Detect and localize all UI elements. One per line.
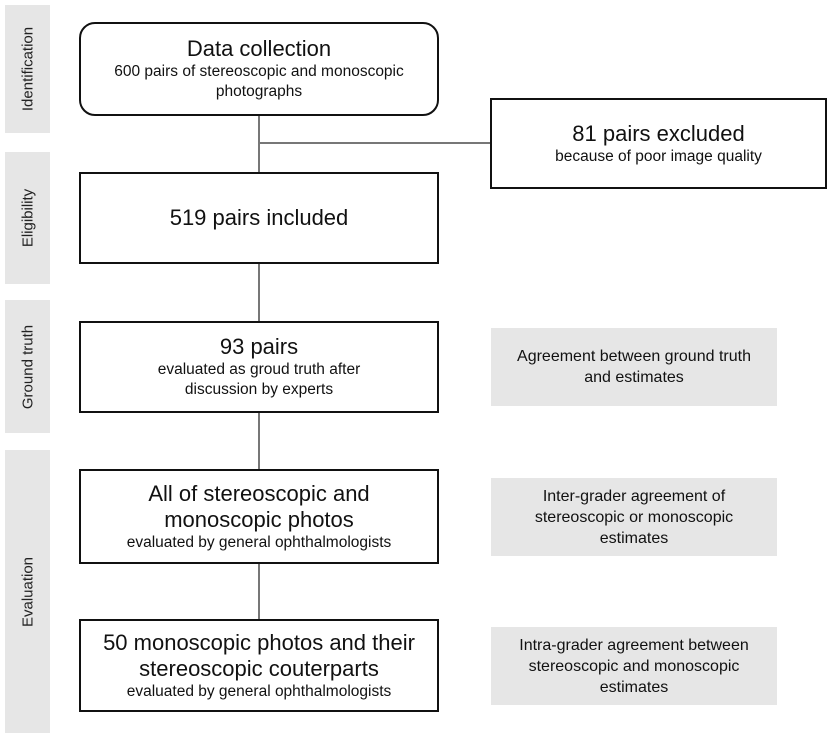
stage-ground-truth: Ground truth bbox=[5, 300, 50, 433]
included-box: 519 pairs included bbox=[79, 172, 439, 264]
ground-truth-agreement-note: Agreement between ground truth and estim… bbox=[491, 328, 777, 406]
stage-identification: Identification bbox=[5, 5, 50, 133]
excluded-title: 81 pairs excluded bbox=[572, 120, 745, 146]
stage-ground-truth-label: Ground truth bbox=[19, 324, 36, 409]
intra-grader-note: Intra-grader agreement between stereosco… bbox=[491, 627, 777, 705]
stage-evaluation: Evaluation bbox=[5, 450, 50, 733]
ground-truth-agreement-text: Agreement between ground truth and estim… bbox=[517, 348, 751, 386]
data-collection-subtitle: 600 pairs of stereoscopic and monoscopic… bbox=[114, 63, 404, 100]
all-photos-title: All of stereoscopic and monoscopic photo… bbox=[148, 480, 370, 532]
connector-ground-truth-to-all bbox=[258, 412, 260, 470]
intra-grader-text: Intra-grader agreement between stereosco… bbox=[519, 636, 749, 696]
stage-eligibility: Eligibility bbox=[5, 152, 50, 284]
ground-truth-subtitle: evaluated as groud truth after discussio… bbox=[157, 361, 361, 398]
excluded-subtitle: because of poor image quality bbox=[555, 147, 762, 165]
stage-identification-label: Identification bbox=[19, 26, 36, 112]
ground-truth-box: 93 pairs evaluated as groud truth after … bbox=[79, 321, 439, 413]
included-title: 519 pairs included bbox=[169, 205, 349, 230]
connector-included-to-ground-truth bbox=[258, 263, 260, 322]
connector-all-to-fifty bbox=[258, 563, 260, 620]
stage-eligibility-label: Eligibility bbox=[19, 188, 36, 248]
excluded-box: 81 pairs excluded because of poor image … bbox=[490, 98, 827, 189]
fifty-photos-box: 50 monoscopic photos and their stereosco… bbox=[79, 619, 439, 712]
inter-grader-note: Inter-grader agreement of stereoscopic o… bbox=[491, 478, 777, 556]
fifty-photos-subtitle: evaluated by general ophthalmologists bbox=[126, 682, 392, 700]
data-collection-box: Data collection 600 pairs of stereoscopi… bbox=[79, 22, 439, 116]
all-photos-subtitle: evaluated by general ophthalmologists bbox=[126, 533, 392, 551]
connector-to-excluded bbox=[258, 142, 491, 144]
all-photos-box: All of stereoscopic and monoscopic photo… bbox=[79, 469, 439, 564]
ground-truth-title: 93 pairs bbox=[219, 334, 299, 359]
fifty-photos-title: 50 monoscopic photos and their stereosco… bbox=[103, 629, 415, 681]
inter-grader-text: Inter-grader agreement of stereoscopic o… bbox=[534, 487, 734, 547]
data-collection-title: Data collection bbox=[186, 36, 332, 61]
connector-collection-to-included bbox=[258, 115, 260, 173]
stage-evaluation-label: Evaluation bbox=[19, 556, 36, 627]
